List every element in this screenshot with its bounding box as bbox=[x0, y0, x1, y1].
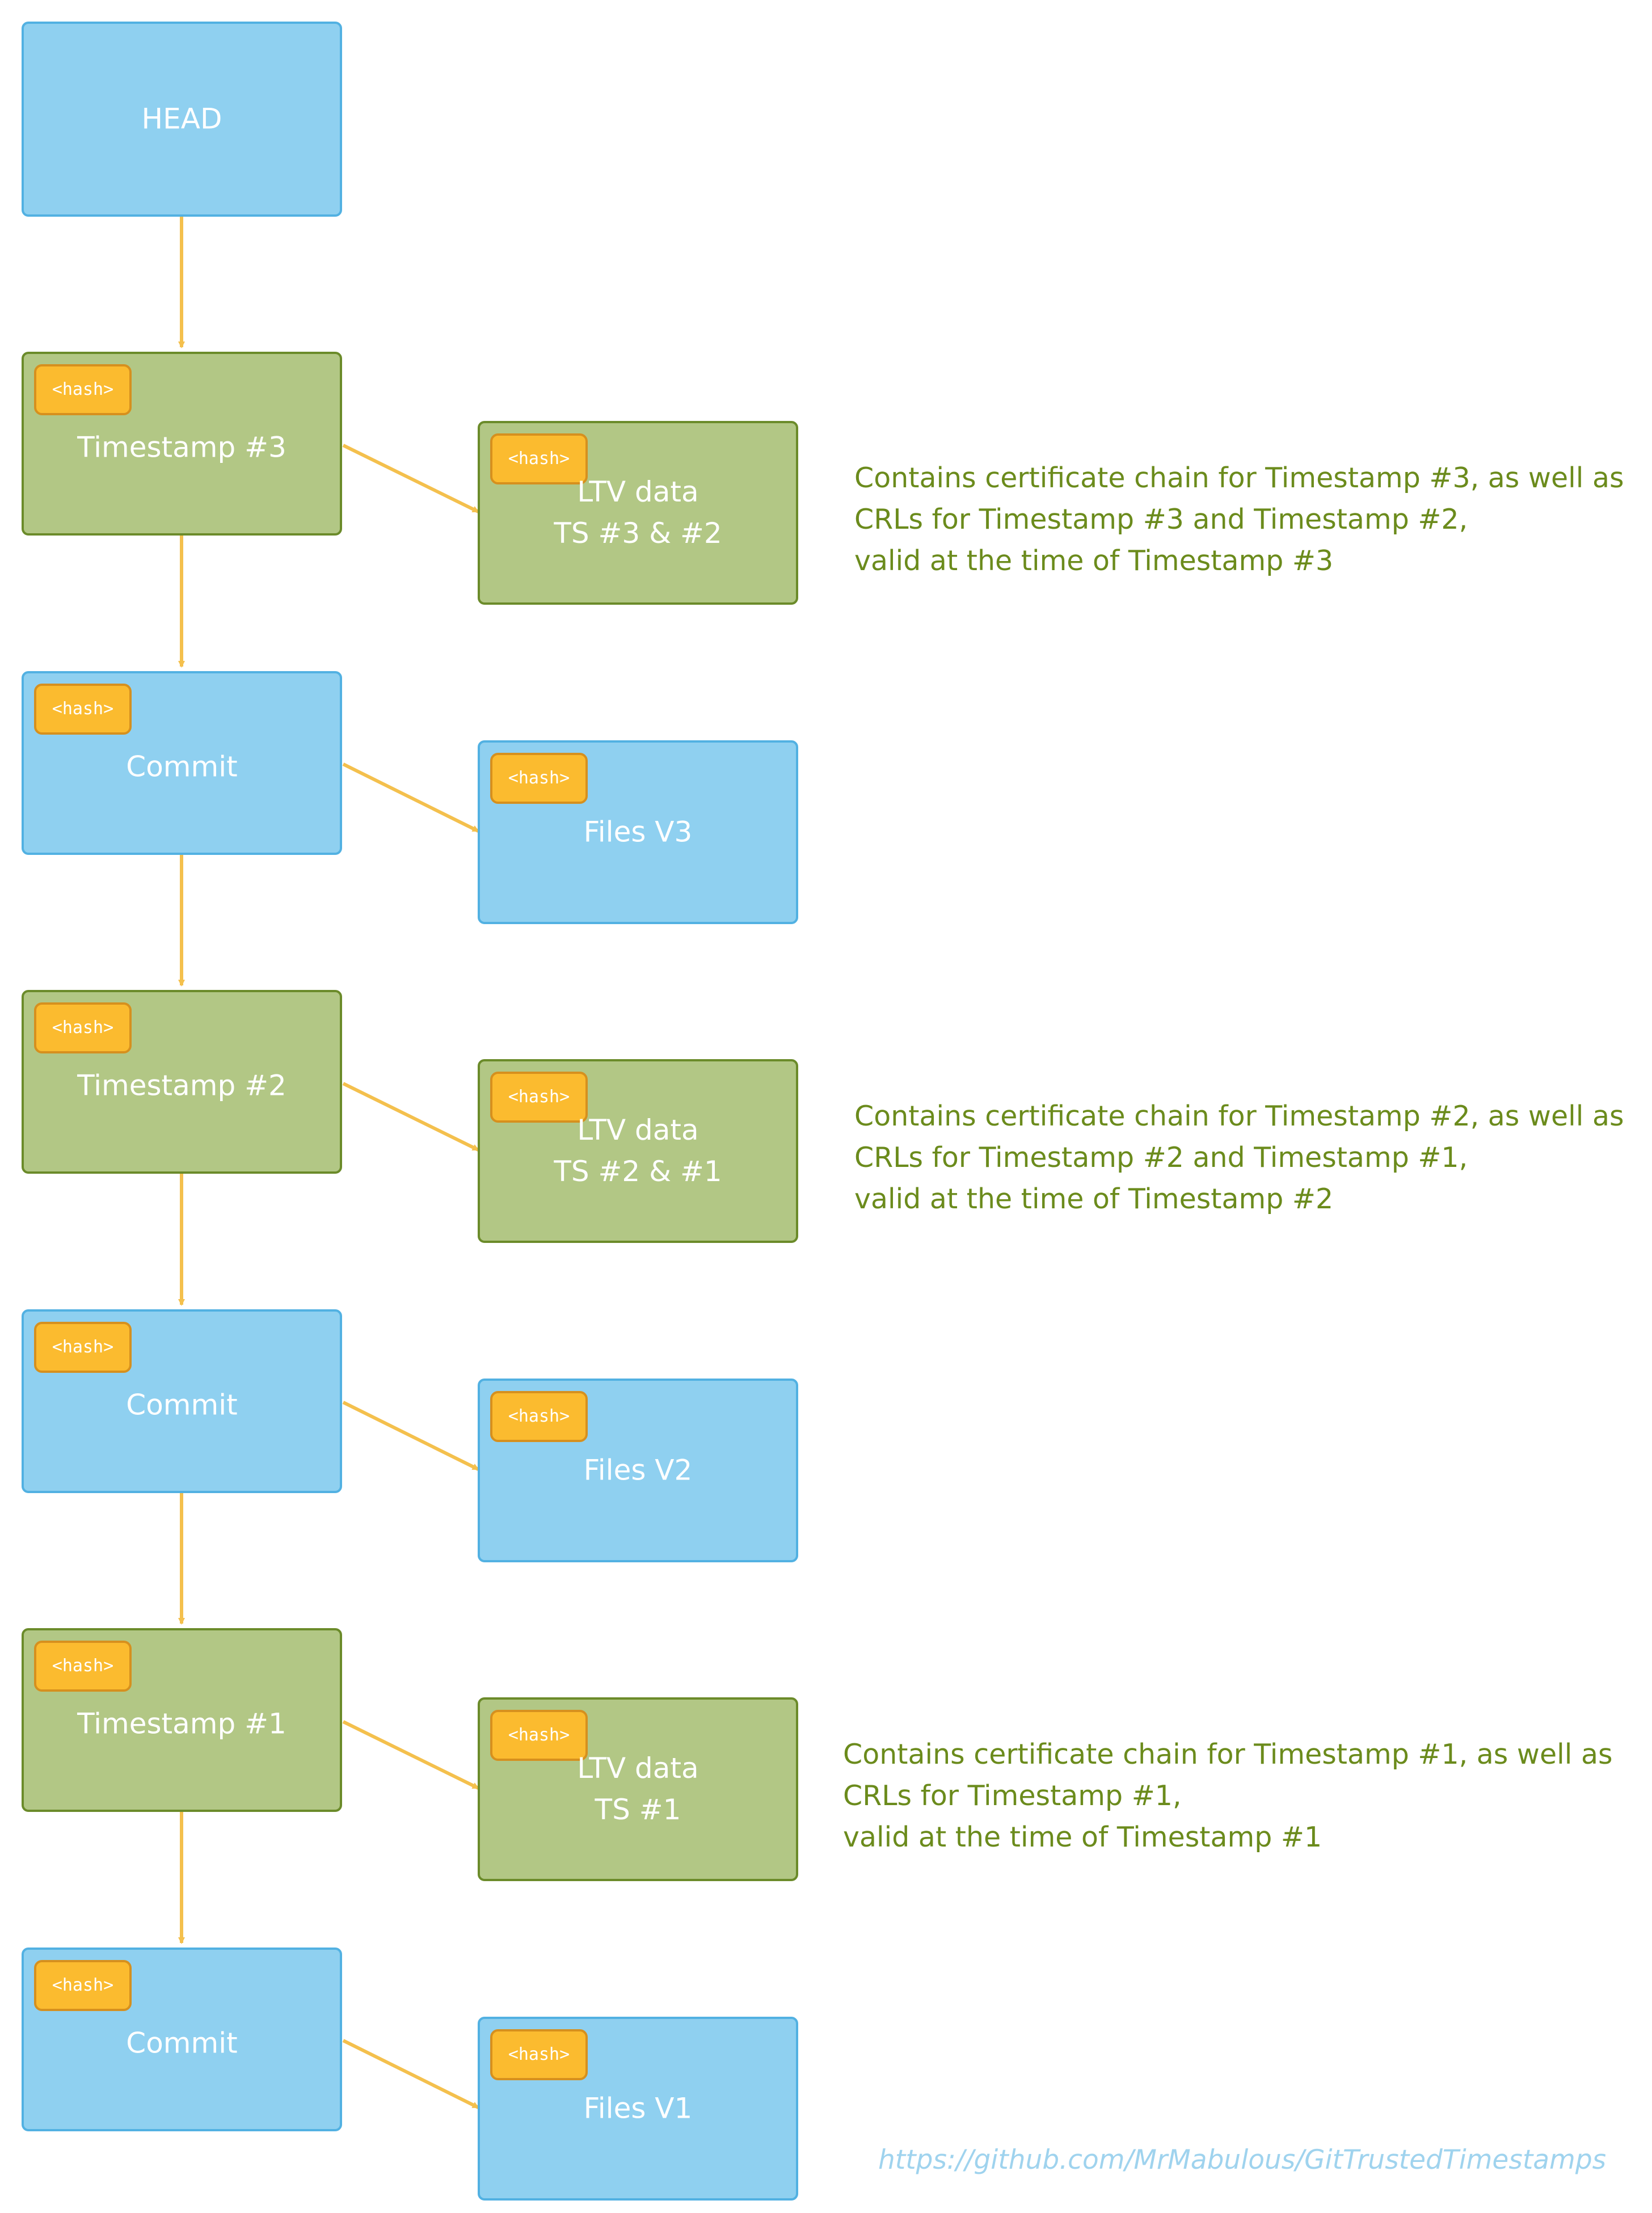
arrow-timestamp1-to-ltv1 bbox=[342, 1720, 479, 1790]
commit1-node: <hash> Commit bbox=[22, 1948, 342, 2131]
hash-badge: <hash> bbox=[490, 753, 588, 804]
ltv2-node: <hash> LTV data TS #2 & #1 bbox=[478, 1059, 798, 1243]
ltv2-note-line2: CRLs for Timestamp #2 and Timestamp #1, bbox=[854, 1141, 1468, 1174]
ltv2-line1: LTV data bbox=[577, 1114, 699, 1146]
commit2-label: Commit bbox=[126, 1388, 238, 1422]
commit3-label: Commit bbox=[126, 750, 238, 783]
files3-label: Files V3 bbox=[583, 815, 693, 849]
arrow-commit1-to-files1 bbox=[342, 2039, 479, 2109]
ltv3-note-line1: Contains certificate chain for Timestamp… bbox=[854, 462, 1624, 494]
ltv2-note-line1: Contains certificate chain for Timestamp… bbox=[854, 1100, 1624, 1132]
head-label: HEAD bbox=[141, 102, 222, 136]
timestamp2-label: Timestamp #2 bbox=[77, 1069, 286, 1102]
hash-badge: <hash> bbox=[490, 1391, 588, 1442]
hash-badge: <hash> bbox=[34, 1641, 132, 1692]
ltv1-note-line3: valid at the time of Timestamp #1 bbox=[843, 1821, 1322, 1853]
ltv3-note-line2: CRLs for Timestamp #3 and Timestamp #2, bbox=[854, 503, 1468, 536]
hash-badge: <hash> bbox=[490, 433, 588, 484]
timestamp1-node: <hash> Timestamp #1 bbox=[22, 1628, 342, 1812]
ltv1-note: Contains certificate chain for Timestamp… bbox=[843, 1734, 1613, 1858]
timestamp3-node: <hash> Timestamp #3 bbox=[22, 352, 342, 536]
timestamp3-label: Timestamp #3 bbox=[77, 431, 286, 464]
head-node: HEAD bbox=[22, 22, 342, 217]
repository-link[interactable]: https://github.com/MrMabulous/GitTrusted… bbox=[878, 2144, 1607, 2176]
ltv3-label: LTV data TS #3 & #2 bbox=[480, 471, 796, 554]
ltv3-line1: LTV data bbox=[577, 475, 699, 508]
commit1-label: Commit bbox=[126, 2026, 238, 2060]
ltv2-line2: TS #2 & #1 bbox=[554, 1155, 722, 1188]
ltv1-line1: LTV data bbox=[577, 1752, 699, 1785]
files2-node: <hash> Files V2 bbox=[478, 1379, 798, 1562]
timestamp1-label: Timestamp #1 bbox=[77, 1707, 286, 1740]
hash-badge: <hash> bbox=[34, 684, 132, 735]
ltv1-note-line1: Contains certificate chain for Timestamp… bbox=[843, 1738, 1613, 1771]
files1-label: Files V1 bbox=[583, 2092, 693, 2125]
ltv1-label: LTV data TS #1 bbox=[480, 1748, 796, 1831]
ltv1-note-line2: CRLs for Timestamp #1, bbox=[843, 1780, 1182, 1812]
arrow-timestamp2-to-ltv2 bbox=[342, 1082, 479, 1152]
files1-node: <hash> Files V1 bbox=[478, 2017, 798, 2201]
ltv3-line2: TS #3 & #2 bbox=[554, 517, 722, 550]
ltv3-node: <hash> LTV data TS #3 & #2 bbox=[478, 421, 798, 605]
hash-badge: <hash> bbox=[34, 1322, 132, 1373]
ltv2-note: Contains certificate chain for Timestamp… bbox=[854, 1095, 1624, 1220]
ltv2-note-line3: valid at the time of Timestamp #2 bbox=[854, 1183, 1334, 1215]
files3-node: <hash> Files V3 bbox=[478, 740, 798, 924]
ltv1-node: <hash> LTV data TS #1 bbox=[478, 1697, 798, 1881]
ltv3-note: Contains certificate chain for Timestamp… bbox=[854, 457, 1624, 581]
hash-badge: <hash> bbox=[490, 1710, 588, 1761]
timestamp2-node: <hash> Timestamp #2 bbox=[22, 990, 342, 1174]
hash-badge: <hash> bbox=[490, 2029, 588, 2080]
hash-badge: <hash> bbox=[34, 364, 132, 415]
commit2-node: <hash> Commit bbox=[22, 1309, 342, 1493]
hash-badge: <hash> bbox=[34, 1960, 132, 2011]
arrow-timestamp3-to-ltv3 bbox=[342, 444, 479, 513]
ltv1-line2: TS #1 bbox=[595, 1793, 681, 1826]
arrow-commit2-to-files2 bbox=[342, 1401, 479, 1471]
hash-badge: <hash> bbox=[490, 1072, 588, 1123]
arrow-commit3-to-files3 bbox=[342, 762, 479, 833]
ltv2-label: LTV data TS #2 & #1 bbox=[480, 1110, 796, 1192]
commit3-node: <hash> Commit bbox=[22, 671, 342, 855]
ltv3-note-line3: valid at the time of Timestamp #3 bbox=[854, 545, 1334, 577]
files2-label: Files V2 bbox=[583, 1453, 693, 1487]
hash-badge: <hash> bbox=[34, 1002, 132, 1053]
